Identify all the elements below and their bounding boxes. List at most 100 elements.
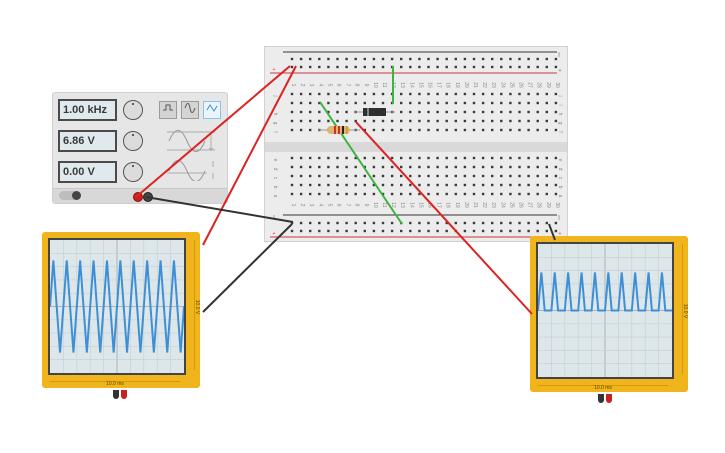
breadboard-hole[interactable] bbox=[545, 119, 548, 123]
breadboard-hole[interactable] bbox=[290, 174, 294, 178]
breadboard-hole[interactable] bbox=[400, 57, 403, 61]
breadboard-hole[interactable] bbox=[299, 101, 303, 105]
breadboard-hole[interactable] bbox=[327, 156, 330, 160]
breadboard-hole[interactable] bbox=[318, 156, 321, 160]
breadboard-hole[interactable] bbox=[472, 92, 476, 96]
breadboard-hole[interactable] bbox=[518, 156, 521, 160]
breadboard-hole[interactable] bbox=[463, 156, 467, 160]
breadboard-hole[interactable] bbox=[299, 174, 303, 178]
breadboard-hole[interactable] bbox=[527, 183, 530, 187]
breadboard-hole[interactable] bbox=[418, 119, 421, 123]
breadboard-hole[interactable] bbox=[527, 192, 530, 196]
breadboard-hole[interactable] bbox=[436, 92, 439, 96]
breadboard-hole[interactable] bbox=[418, 165, 421, 169]
breadboard-hole[interactable] bbox=[554, 119, 558, 123]
breadboard-hole[interactable] bbox=[400, 110, 403, 114]
breadboard-hole[interactable] bbox=[381, 119, 385, 123]
breadboard-hole[interactable] bbox=[536, 110, 539, 114]
breadboard-hole[interactable] bbox=[318, 229, 321, 233]
breadboard-hole[interactable] bbox=[545, 183, 548, 187]
breadboard-hole[interactable] bbox=[327, 65, 330, 69]
breadboard-hole[interactable] bbox=[309, 229, 312, 233]
breadboard-hole[interactable] bbox=[336, 183, 339, 187]
breadboard-hole[interactable] bbox=[372, 156, 376, 160]
breadboard-hole[interactable] bbox=[491, 65, 494, 69]
triangle-wave-button[interactable] bbox=[203, 101, 221, 119]
breadboard-hole[interactable] bbox=[390, 110, 394, 114]
breadboard-hole[interactable] bbox=[418, 221, 421, 225]
breadboard-hole[interactable] bbox=[345, 192, 348, 196]
breadboard-hole[interactable] bbox=[400, 174, 403, 178]
breadboard-hole[interactable] bbox=[290, 128, 294, 132]
breadboard-hole[interactable] bbox=[463, 119, 467, 123]
breadboard-hole[interactable] bbox=[345, 65, 348, 69]
breadboard-hole[interactable] bbox=[545, 92, 548, 96]
breadboard-hole[interactable] bbox=[536, 128, 539, 132]
breadboard-hole[interactable] bbox=[500, 183, 503, 187]
breadboard-hole[interactable] bbox=[318, 92, 321, 96]
breadboard-hole[interactable] bbox=[472, 65, 476, 69]
breadboard-hole[interactable] bbox=[363, 221, 366, 225]
breadboard-hole[interactable] bbox=[354, 156, 357, 160]
breadboard-hole[interactable] bbox=[536, 119, 539, 123]
breadboard-hole[interactable] bbox=[536, 183, 539, 187]
breadboard-hole[interactable] bbox=[363, 174, 366, 178]
breadboard-hole[interactable] bbox=[409, 57, 412, 61]
breadboard-hole[interactable] bbox=[518, 183, 521, 187]
breadboard-hole[interactable] bbox=[509, 92, 512, 96]
breadboard-hole[interactable] bbox=[463, 65, 467, 69]
breadboard-hole[interactable] bbox=[363, 229, 366, 233]
breadboard-hole[interactable] bbox=[309, 165, 312, 169]
breadboard-hole[interactable] bbox=[336, 165, 339, 169]
breadboard-hole[interactable] bbox=[472, 174, 476, 178]
breadboard-hole[interactable] bbox=[409, 101, 412, 105]
breadboard-hole[interactable] bbox=[390, 183, 394, 187]
breadboard-hole[interactable] bbox=[336, 221, 339, 225]
breadboard-hole[interactable] bbox=[354, 119, 357, 123]
breadboard-hole[interactable] bbox=[354, 101, 357, 105]
breadboard-hole[interactable] bbox=[518, 119, 521, 123]
breadboard-hole[interactable] bbox=[327, 101, 330, 105]
breadboard-hole[interactable] bbox=[500, 110, 503, 114]
breadboard-hole[interactable] bbox=[309, 110, 312, 114]
breadboard-hole[interactable] bbox=[509, 221, 512, 225]
breadboard-hole[interactable] bbox=[545, 101, 548, 105]
breadboard-hole[interactable] bbox=[372, 110, 376, 114]
breadboard-hole[interactable] bbox=[436, 65, 439, 69]
breadboard-hole[interactable] bbox=[381, 101, 385, 105]
breadboard-hole[interactable] bbox=[309, 65, 312, 69]
breadboard-hole[interactable] bbox=[336, 128, 339, 132]
breadboard-hole[interactable] bbox=[436, 119, 439, 123]
breadboard-hole[interactable] bbox=[500, 174, 503, 178]
breadboard-hole[interactable] bbox=[354, 183, 357, 187]
breadboard-hole[interactable] bbox=[299, 65, 303, 69]
breadboard-hole[interactable] bbox=[427, 128, 430, 132]
breadboard-hole[interactable] bbox=[472, 57, 476, 61]
breadboard-hole[interactable] bbox=[436, 101, 439, 105]
breadboard-hole[interactable] bbox=[363, 156, 366, 160]
breadboard-hole[interactable] bbox=[554, 65, 558, 69]
breadboard-hole[interactable] bbox=[418, 128, 421, 132]
breadboard-hole[interactable] bbox=[372, 174, 376, 178]
breadboard-hole[interactable] bbox=[481, 156, 485, 160]
breadboard-hole[interactable] bbox=[427, 183, 430, 187]
breadboard-hole[interactable] bbox=[545, 65, 548, 69]
breadboard-hole[interactable] bbox=[418, 229, 421, 233]
breadboard-hole[interactable] bbox=[500, 119, 503, 123]
breadboard-hole[interactable] bbox=[554, 57, 558, 61]
breadboard-hole[interactable] bbox=[527, 174, 530, 178]
breadboard-hole[interactable] bbox=[327, 57, 330, 61]
breadboard-hole[interactable] bbox=[299, 192, 303, 196]
breadboard-hole[interactable] bbox=[390, 229, 394, 233]
breadboard-hole[interactable] bbox=[381, 192, 385, 196]
breadboard-hole[interactable] bbox=[427, 92, 430, 96]
breadboard-hole[interactable] bbox=[554, 229, 558, 233]
breadboard-hole[interactable] bbox=[336, 119, 339, 123]
breadboard-hole[interactable] bbox=[363, 110, 366, 114]
breadboard-hole[interactable] bbox=[500, 65, 503, 69]
breadboard-hole[interactable] bbox=[363, 128, 366, 132]
breadboard-hole[interactable] bbox=[518, 192, 521, 196]
breadboard-hole[interactable] bbox=[436, 221, 439, 225]
breadboard-hole[interactable] bbox=[290, 229, 294, 233]
breadboard-hole[interactable] bbox=[545, 229, 548, 233]
